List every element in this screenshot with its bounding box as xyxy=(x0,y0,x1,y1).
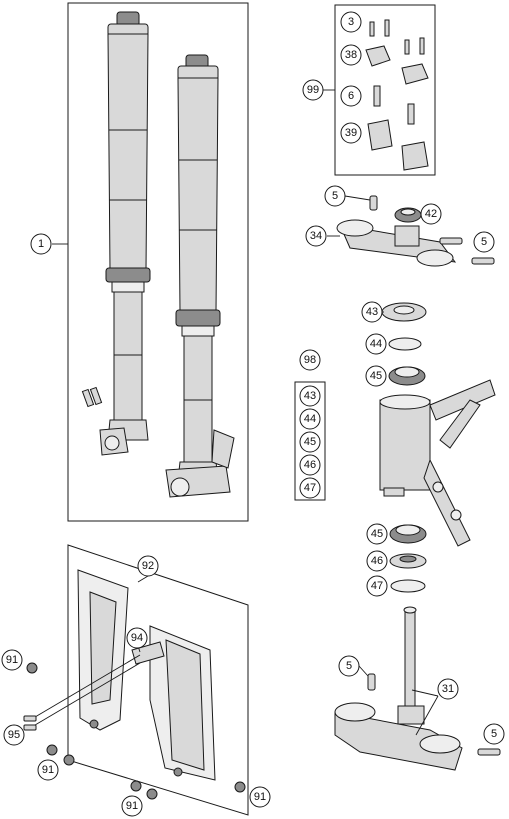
callout-91-bottom-label: 91 xyxy=(126,800,138,812)
callout-95: 95 xyxy=(3,724,25,746)
callout-5-upper-left-label: 5 xyxy=(332,190,338,202)
callout-1-label: 1 xyxy=(38,238,44,250)
callout-6-label: 6 xyxy=(348,90,354,102)
callout-43-top-label: 43 xyxy=(366,306,378,318)
kit-item-43: 43 xyxy=(299,385,321,407)
callout-39: 39 xyxy=(340,122,362,144)
kit-item-44-label: 44 xyxy=(304,413,316,425)
small-bolts-left xyxy=(81,386,103,408)
callout-45-bottom-label: 45 xyxy=(371,528,383,540)
callout-3-label: 3 xyxy=(348,16,354,28)
screw-95 xyxy=(23,715,37,731)
stem-nut xyxy=(394,207,422,223)
callout-91-left: 91 xyxy=(1,649,23,671)
callout-34: 34 xyxy=(305,225,327,247)
o-ring-top xyxy=(388,337,422,351)
callout-99: 99 xyxy=(302,79,324,101)
kit-item-44: 44 xyxy=(299,408,321,430)
callout-98-label: 98 xyxy=(304,354,316,366)
callout-38-label: 38 xyxy=(345,49,357,61)
fork-group-frame xyxy=(67,2,249,522)
callout-5-lower-right: 5 xyxy=(483,723,505,745)
clamp-bolts-lower xyxy=(367,673,501,756)
kit-item-46-label: 46 xyxy=(304,459,316,471)
callout-6: 6 xyxy=(340,85,362,107)
fork-guard-frame xyxy=(67,544,249,816)
callout-94-label: 94 xyxy=(131,632,143,644)
callout-91-bottom: 91 xyxy=(121,795,143,817)
callout-43-top: 43 xyxy=(361,301,383,323)
callout-39-label: 39 xyxy=(345,127,357,139)
callout-5-lower-left: 5 xyxy=(338,655,360,677)
callout-92-label: 92 xyxy=(142,560,154,572)
callout-45-bottom: 45 xyxy=(366,523,388,545)
callout-5-lower-right-label: 5 xyxy=(491,728,497,740)
callout-5-upper-right-label: 5 xyxy=(481,236,487,248)
bearing-kit-frame xyxy=(294,381,326,501)
lower-triple-clamp xyxy=(334,606,463,771)
clamp-bolts-upper xyxy=(369,195,495,265)
frame-head-tube xyxy=(379,379,496,547)
kit-item-47: 47 xyxy=(299,477,321,499)
brake-line-clamp xyxy=(131,641,165,665)
upper-triple-clamp xyxy=(336,219,457,267)
kit-item-45: 45 xyxy=(299,431,321,453)
callout-46-bottom-label: 46 xyxy=(371,555,383,567)
callout-91-right-label: 91 xyxy=(254,791,266,803)
callout-47-bottom: 47 xyxy=(366,575,388,597)
callout-44-top: 44 xyxy=(365,333,387,355)
fork-leg-right xyxy=(165,54,235,498)
callout-91-mid: 91 xyxy=(37,759,59,781)
callout-42-label: 42 xyxy=(425,208,437,220)
o-ring-bottom xyxy=(390,579,426,593)
clamp-kit-parts xyxy=(365,19,429,171)
callout-5-upper-right: 5 xyxy=(473,231,495,253)
callout-1: 1 xyxy=(30,233,52,255)
callout-44-top-label: 44 xyxy=(370,338,382,350)
callout-99-label: 99 xyxy=(307,84,319,96)
callout-91-right: 91 xyxy=(249,786,271,808)
nut-91-set xyxy=(26,662,246,800)
callout-46-bottom: 46 xyxy=(366,550,388,572)
bearing-top xyxy=(388,366,426,386)
kit-item-47-label: 47 xyxy=(304,482,316,494)
callout-45-top-label: 45 xyxy=(370,370,382,382)
callout-5-upper-left: 5 xyxy=(324,185,346,207)
callout-34-label: 34 xyxy=(310,230,322,242)
callout-94: 94 xyxy=(126,627,148,649)
kit-item-43-label: 43 xyxy=(304,390,316,402)
callout-42: 42 xyxy=(420,203,442,225)
callout-92: 92 xyxy=(137,555,159,577)
fork-leg-left xyxy=(99,11,151,456)
callout-95-label: 95 xyxy=(8,729,20,741)
seal-bottom xyxy=(389,553,427,569)
kit-item-45-label: 45 xyxy=(304,436,316,448)
callout-98: 98 xyxy=(299,349,321,371)
callout-31-label: 31 xyxy=(442,683,454,695)
kit-item-46: 46 xyxy=(299,454,321,476)
fork-guard-left xyxy=(77,569,129,731)
bearing-bottom xyxy=(389,524,427,544)
callout-5-lower-left-label: 5 xyxy=(346,660,352,672)
callout-47-bottom-label: 47 xyxy=(371,580,383,592)
callout-31: 31 xyxy=(437,678,459,700)
callout-38: 38 xyxy=(340,44,362,66)
callout-3: 3 xyxy=(340,11,362,33)
callout-91-left-label: 91 xyxy=(6,654,18,666)
callout-91-mid-label: 91 xyxy=(42,764,54,776)
callout-45-top: 45 xyxy=(365,365,387,387)
dust-seal-top xyxy=(381,302,427,322)
fork-guard-right xyxy=(149,625,216,781)
